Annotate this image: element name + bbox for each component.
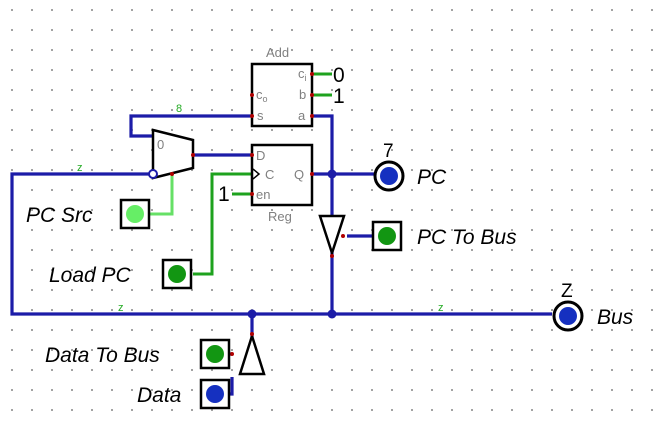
bitwidth-bus-right: z [438,302,444,314]
data-buffer-triangle[interactable] [238,331,266,376]
wire-junctions [247,169,337,319]
register-body[interactable] [250,143,314,207]
input-pc-src[interactable]: PC Src [26,198,151,230]
register-q-dot [310,172,314,176]
pc-src-pin-state[interactable] [126,205,144,223]
pc-to-bus-label: PC To Bus [417,226,517,249]
pc-buffer-en-dot [341,234,345,238]
mux-select-dot [170,172,174,176]
clock-triangle-icon [252,168,261,180]
data-buffer-out-dot [250,332,254,336]
register-title: Reg [268,209,292,224]
output-bus: Z Bus [552,281,634,332]
data-to-bus-pin-state[interactable] [206,345,224,363]
adder-component[interactable]: Add ci b a co s [250,45,314,128]
data-tristate-buffer[interactable] [230,331,266,376]
mux-input-dot [148,169,158,179]
register-pin-en: en [256,187,270,202]
bitwidth-bus-left: z [118,302,124,314]
load-pc-label: Load PC [49,264,132,287]
signal-wires [150,72,332,276]
pc-src-pin-box[interactable] [119,198,151,230]
register-en-dot [250,192,254,196]
wire-load-pc-clock [193,172,252,276]
pc-tristate-buffer[interactable] [318,214,346,258]
data-pin-state[interactable] [206,385,224,403]
adder-pin-cin: ci [298,66,307,83]
pc-src-label: PC Src [26,204,93,227]
pc-label: PC [417,166,447,189]
adder-cin-dot [310,72,314,76]
adder-body[interactable] [250,62,314,128]
constant-en: 1 [218,183,230,206]
bitwidth-left: z [77,162,83,174]
output-pc: 7 PC [373,141,447,192]
load-pc-pin-state[interactable] [168,265,186,283]
register-pin-d: D [256,148,265,163]
junction-bus-pc [327,309,337,319]
mux-select0-label: 0 [157,137,164,152]
register-component[interactable]: D C Q en Reg [250,143,314,224]
register-pin-c: C [265,167,274,182]
constant-cin: 0 [333,64,345,87]
junction-bus-data [247,309,257,319]
wire-adder-sum [129,114,252,138]
bus-value: Z [561,281,573,302]
pc-to-bus-pin-state[interactable] [378,227,396,245]
input-data[interactable]: Data [137,378,231,410]
bitwidth-top: 8 [176,103,182,115]
mux-body[interactable] [151,128,195,180]
constant-b: 1 [333,85,345,108]
adder-title: Add [266,45,289,60]
adder-pin-sum: s [257,108,264,123]
register-d-dot [250,153,254,157]
input-pc-to-bus[interactable]: PC To Bus [371,220,517,252]
junction-q [327,169,337,179]
pc-buffer-triangle[interactable] [318,214,346,258]
bus-probe-dot [559,307,577,325]
adder-cout-dot [250,93,254,97]
pc-probe-dot [380,167,398,185]
data-to-bus-label: Data To Bus [45,344,160,367]
pc-buffer-out-dot [330,254,334,258]
adder-pin-cout: co [256,87,268,104]
input-data-to-bus[interactable]: Data To Bus [45,338,231,370]
pc-value: 7 [383,141,394,162]
wire-pc-src-select [150,174,174,216]
adder-sum-dot [250,114,254,118]
input-load-pc[interactable]: Load PC [49,258,193,290]
data-buffer-en-dot [230,352,234,356]
adder-pin-a: a [298,108,306,123]
wire-main-bus [10,172,552,316]
adder-pin-b: b [299,87,306,102]
adder-b-dot [310,93,314,97]
register-pin-q: Q [294,167,304,182]
mux-component[interactable]: 0 [148,128,195,180]
bus-label: Bus [597,306,634,329]
load-pc-pin-box[interactable] [161,258,193,290]
mux-out-dot [191,153,195,157]
data-label: Data [137,384,181,407]
adder-a-dot [310,114,314,118]
